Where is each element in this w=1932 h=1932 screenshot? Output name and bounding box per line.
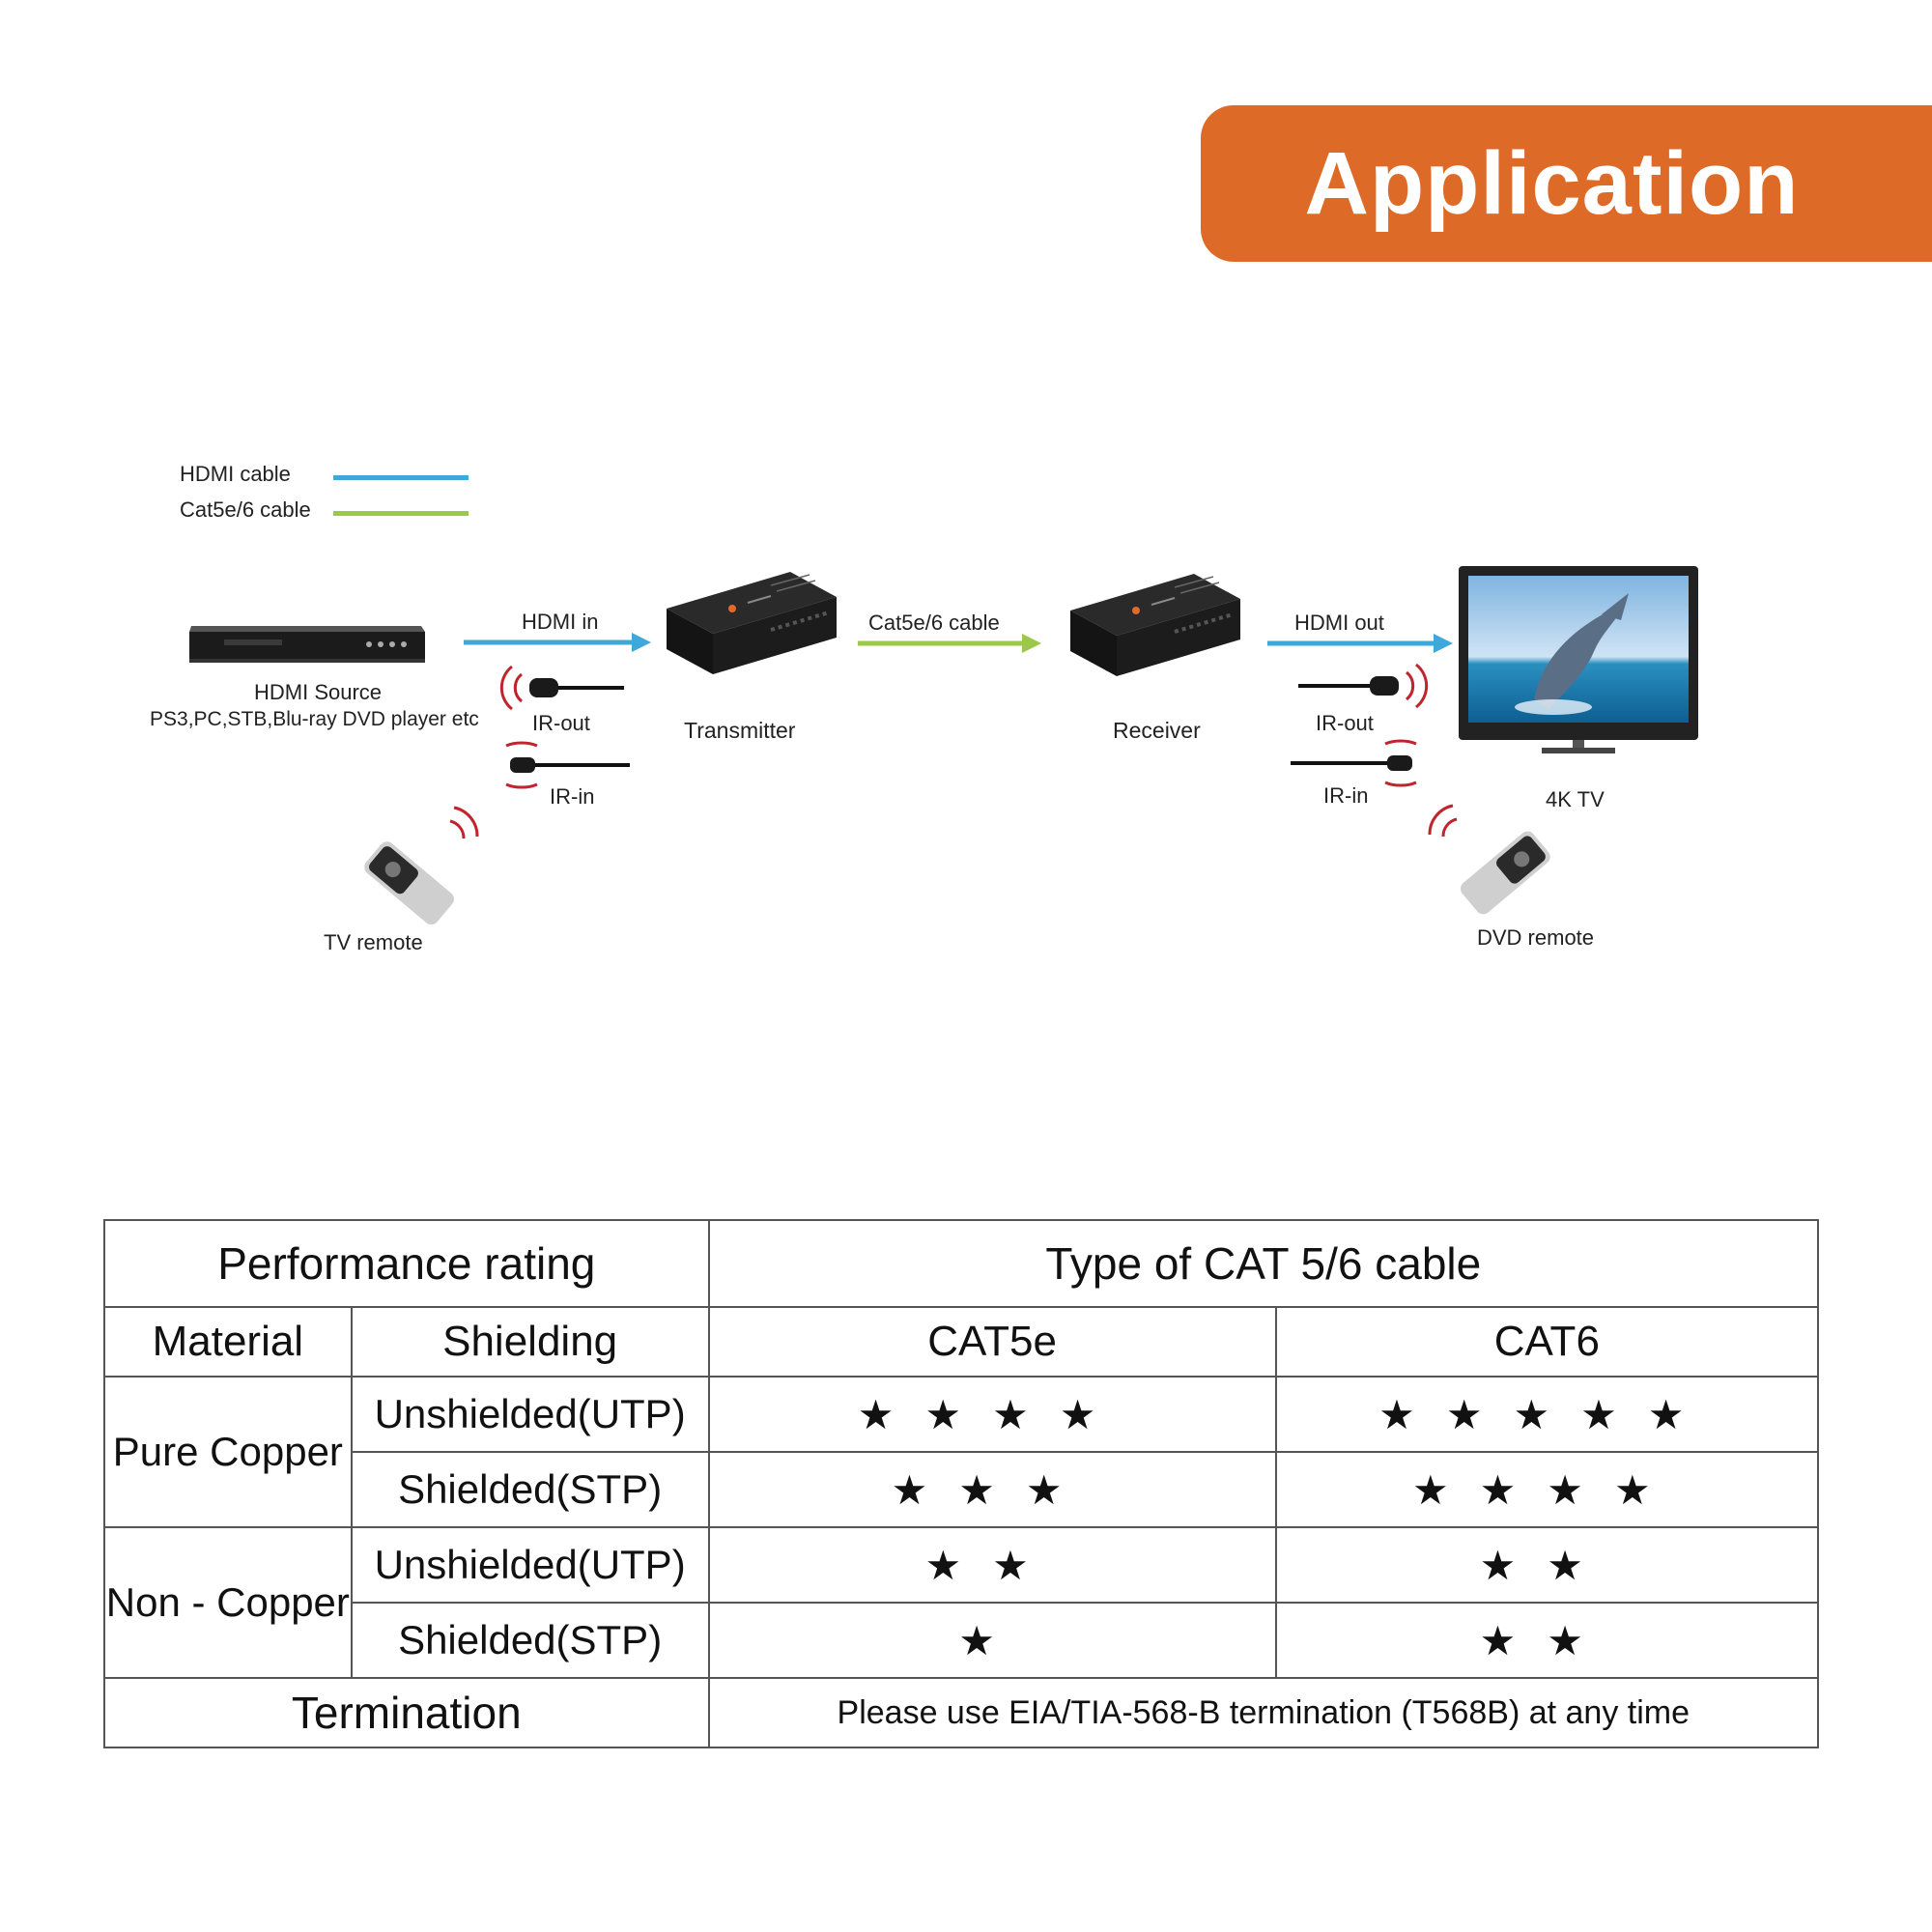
ir-in-left-sensor (505, 741, 630, 789)
ir-in-right-label: IR-in (1323, 783, 1369, 808)
shielding-cell: Shielded(STP) (350, 1602, 710, 1679)
rating-cat6: ★★★★ (1274, 1451, 1820, 1528)
rating-cat5e: ★★★ (707, 1451, 1277, 1528)
material-non-copper: Non - Copper (103, 1526, 353, 1679)
header-cable-type: Type of CAT 5/6 cable (707, 1219, 1820, 1308)
termination-text: Please use EIA/TIA-568-B termination (T5… (707, 1677, 1820, 1748)
legend-hdmi-label: HDMI cable (180, 462, 291, 486)
shielding-cell: Unshielded(UTP) (350, 1376, 710, 1453)
rating-cat6: ★★★★★ (1274, 1376, 1820, 1453)
hdmi-in-arrow (464, 633, 651, 652)
receiver-device (1070, 574, 1240, 676)
legend-cat-label: Cat5e/6 cable (180, 497, 311, 522)
transmitter-label: Transmitter (684, 718, 796, 743)
receiver-label: Receiver (1113, 718, 1201, 743)
rating-cat5e: ★★ (707, 1526, 1277, 1604)
banner-title: Application (1304, 133, 1800, 233)
tv-device (1459, 566, 1698, 753)
hdmi-in-label: HDMI in (522, 610, 599, 634)
cat-cable-label: Cat5e/6 cable (868, 611, 1000, 635)
connection-diagram: HDMI cable Cat5e/6 cable HDMI Source PS3… (0, 425, 1932, 985)
cat-cable-arrow (858, 634, 1041, 653)
ir-in-right-sensor (1291, 739, 1417, 787)
col-cat5e: CAT5e (707, 1306, 1277, 1378)
header-performance-rating: Performance rating (103, 1219, 710, 1308)
performance-table: Performance rating Type of CAT 5/6 cable… (103, 1219, 1820, 1748)
rating-cat6: ★★ (1274, 1602, 1820, 1679)
material-pure-copper: Pure Copper (103, 1376, 353, 1528)
hdmi-source-device (189, 626, 425, 663)
col-material: Material (103, 1306, 353, 1378)
tv-remote-device (364, 806, 479, 925)
rating-cat5e: ★★★★ (707, 1376, 1277, 1453)
rating-cat6: ★★ (1274, 1526, 1820, 1604)
col-cat6: CAT6 (1274, 1306, 1820, 1378)
tv-remote-label: TV remote (324, 930, 423, 954)
ir-out-right-sensor (1298, 663, 1429, 709)
dvd-remote-label: DVD remote (1477, 925, 1595, 950)
shielding-cell: Unshielded(UTP) (350, 1526, 710, 1604)
ir-out-left-sensor (499, 665, 624, 711)
ir-out-right-label: IR-out (1316, 711, 1374, 735)
dvd-remote-device (1428, 804, 1550, 915)
ir-out-left-label: IR-out (532, 711, 590, 735)
application-banner: Application (1201, 105, 1932, 262)
hdmi-source-title: HDMI Source (254, 680, 383, 704)
shielding-cell: Shielded(STP) (350, 1451, 710, 1528)
termination-label: Termination (103, 1677, 710, 1748)
hdmi-source-desc: PS3,PC,STB,Blu-ray DVD player etc (150, 708, 479, 730)
legend-hdmi-line (333, 475, 469, 480)
tv-label: 4K TV (1546, 787, 1605, 811)
rating-cat5e: ★ (707, 1602, 1277, 1679)
legend-cat-line (333, 511, 469, 516)
hdmi-out-arrow (1267, 634, 1453, 653)
hdmi-out-label: HDMI out (1294, 611, 1384, 635)
transmitter-device (667, 572, 837, 674)
ir-in-left-label: IR-in (550, 784, 595, 809)
col-shielding: Shielding (350, 1306, 710, 1378)
